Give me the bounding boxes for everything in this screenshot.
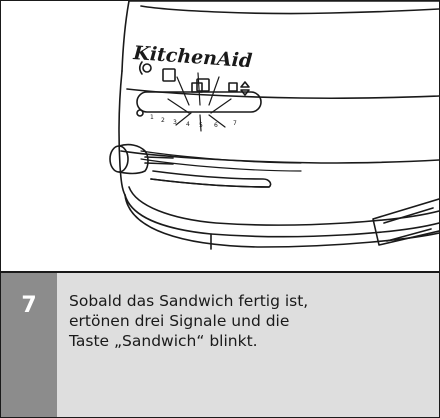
step-text-line: ertönen drei Signale und die xyxy=(69,312,290,330)
dial-number: 4 xyxy=(186,121,190,128)
defrost-icon xyxy=(142,63,152,73)
toaster-body-front xyxy=(118,70,126,196)
toaster-illustration: KitchenAid 1 2 3 4 5 6 7 xyxy=(1,1,439,273)
step-number: 7 xyxy=(1,273,57,417)
toaster-lever xyxy=(109,143,174,175)
toaster-base-inner xyxy=(128,186,439,226)
dial-number: 7 xyxy=(233,120,237,127)
toaster-upper-curve xyxy=(140,5,439,15)
control-panel-lower xyxy=(120,150,439,164)
right-foot xyxy=(372,198,439,246)
bagel-icon xyxy=(162,68,176,82)
dial-ticks xyxy=(167,72,232,132)
toaster-base-outer xyxy=(124,194,439,238)
control-panel-outline xyxy=(126,88,439,100)
lift-and-look-icon xyxy=(228,82,238,92)
step-text-line: Sobald das Sandwich fertig ist, xyxy=(69,292,309,310)
step-description: Sobald das Sandwich fertig ist, ertönen … xyxy=(69,291,409,351)
step-text-line: Taste „Sandwich“ blinkt. xyxy=(69,332,258,350)
dial-number: 1 xyxy=(150,114,154,121)
dial-number: 5 xyxy=(199,122,203,129)
base-groove-2 xyxy=(150,178,270,188)
toaster-body-top-edge xyxy=(121,1,130,72)
dial-number: 2 xyxy=(161,117,165,124)
brand-logo: KitchenAid xyxy=(132,42,253,72)
dial-number: 3 xyxy=(173,119,177,126)
instruction-step: 7 Sobald das Sandwich fertig ist, ertöne… xyxy=(1,273,439,417)
dial-number: 6 xyxy=(214,122,218,129)
sandwich-icon xyxy=(196,78,210,92)
power-indicator xyxy=(136,109,144,117)
lever-slot xyxy=(140,150,302,164)
